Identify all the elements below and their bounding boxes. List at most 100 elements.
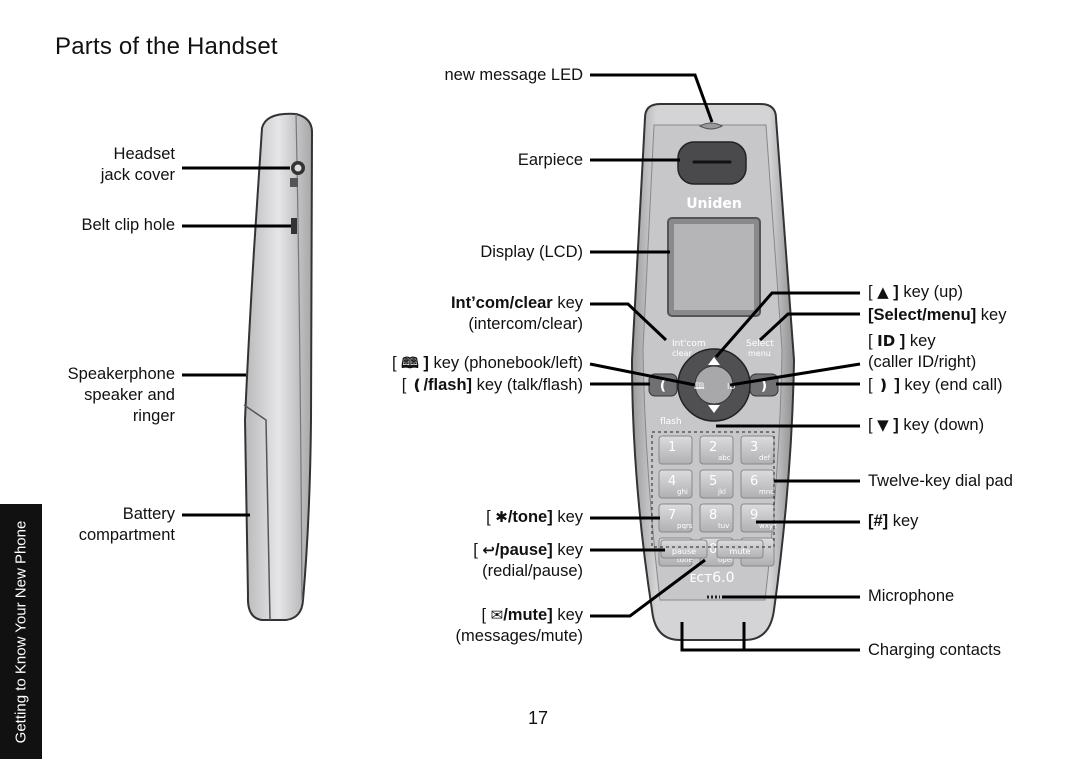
tone-key-label: [ ✱/tone] key [486,508,583,526]
brand-logo: Uniden [686,196,742,212]
tone-key-suffix: key [552,508,583,526]
dial-key-letters: mno [759,488,775,496]
dial-key-1 [658,435,693,465]
talk-icon: ❪ [410,376,424,394]
dial-key-number: 5 [709,474,717,489]
dial-key-number: 9 [750,508,758,523]
dial-key-9 [740,503,775,533]
front-view-handset: Uniden Int'com clear Select menu ❪ ❫ 🕮 I… [630,103,796,641]
dial-key-letters: oper [718,556,734,564]
select-key-label: [Select/menu] key [868,306,1007,324]
intcom-key-name: Int’com/clear [450,294,553,312]
dial-key-number: 2 [709,440,717,455]
dial-key-number: 1 [668,440,676,455]
dial-key-number: 6 [750,474,758,489]
dial-key-5 [699,469,734,499]
headset-label-line1: Headset [113,145,175,163]
mute-key-name: /mute [503,606,548,624]
select-key-name: Select/menu [873,306,971,324]
dial-key-letters: jkl [717,488,726,496]
callerid-icon: ID [877,332,896,350]
flash-print: flash [660,417,682,427]
microphone-label: Microphone [868,587,955,605]
pause-desc: (redial/pause) [482,562,583,580]
dial-key-number: 4 [668,474,676,489]
svg-text:🕮: 🕮 [694,382,705,392]
phonebook-key-suffix: key (phonebook/left) [428,354,583,372]
endcall-key-label: [ ❫ ] key (end call) [868,376,1003,394]
intcom-key-label: Int’com/clear key (intercom/clear) [451,293,583,335]
pause-key-name: /pause [494,541,548,559]
hash-key-name: [#] [868,512,889,530]
model-print: ᴇᴄᴛ6.0 [690,570,735,586]
dial-key-8 [699,503,734,533]
battery-label-line2: compartment [78,526,175,544]
flash-key-suffix: key (talk/flash) [472,376,583,394]
chapter-tab-label: Getting to Know Your New Phone [12,520,30,743]
earpiece-label: Earpiece [517,151,583,169]
callerid-key-suffix: key [905,332,936,350]
pause-key-label: [ ↩/pause] key (redial/pause) [473,541,583,580]
envelope-icon: ✉ [490,606,504,624]
mute-key-suffix: key [552,606,583,624]
intcom-print: Int'com [672,339,706,349]
up-key-label: [ ▲ ] key (up) [868,283,963,301]
page-number: 17 [528,708,549,728]
speakerphone-label-line3: ringer [132,407,175,425]
down-key-suffix: key (down) [898,416,985,434]
speakerphone-label-line2: speaker and [84,386,175,404]
svg-text:❫: ❫ [759,379,770,394]
pause-print: pause [672,547,696,556]
battery-label: Battery compartment [79,504,175,546]
dial-key-letters: pqrs [677,522,693,530]
clear-print: clear [672,349,692,358]
dial-key-letters: ghi [677,488,688,496]
dial-key-4 [658,469,693,499]
phonebook-icon: 🕮 [401,354,419,372]
tone-key-name: /tone [507,508,548,526]
leader-lines [182,73,861,652]
hash-key-label: [#] key [868,511,918,532]
down-arrow-icon: ▼ [877,416,889,434]
pause-key-suffix: key [552,541,583,559]
speakerphone-label: Speakerphone speaker and ringer [68,364,175,427]
up-arrow-icon: ▲ [877,283,889,301]
side-view-handset [243,112,314,621]
phonebook-key-label: [ 🕮 ] key (phonebook/left) [391,354,583,372]
dial-key-number: 8 [709,508,717,523]
flash-key-label: [ ❪/flash] key (talk/flash) [401,376,583,394]
svg-text:❪: ❪ [658,379,669,394]
flash-key-name: /flash [423,376,467,394]
headset-jack-label: Headset jack cover [101,144,175,186]
battery-label-line1: Battery [122,505,175,523]
callerid-key-label: [ ID ] key (caller ID/right) [868,332,977,371]
dial-key-number: 7 [668,508,676,523]
dial-key-number: 3 [750,440,758,455]
dialpad-label: Twelve-key dial pad [868,472,1013,490]
speakerphone-label-line1: Speakerphone [67,365,175,383]
mute-key-label: [ ✉/mute] key (messages/mute) [455,606,583,645]
belt-clip-label: Belt clip hole [81,216,175,234]
hash-key-suffix: key [888,512,919,530]
down-key-label: [ ▼ ] key (down) [868,416,985,434]
dial-key-letters: abc [718,454,731,462]
display-label: Display (LCD) [480,243,583,261]
up-key-suffix: key (up) [898,283,963,301]
endcall-key-suffix: key (end call) [899,376,1003,394]
charging-label: Charging contacts [868,641,1001,659]
headset-label-line2: jack cover [100,166,175,184]
select-print: Select [746,339,774,349]
dial-key-letters: tone [677,556,693,564]
mute-print: mute [730,547,751,556]
star-icon: ✱ [495,508,508,526]
redial-icon: ↩ [482,541,495,559]
intcom-desc: (intercom/clear) [468,315,583,333]
dial-key-letters: tuv [718,522,729,530]
dial-key-letters: def [759,454,771,462]
dial-key-2 [699,435,734,465]
end-call-icon: ❫ [877,376,890,394]
menu-print: menu [748,349,771,358]
svg-text:ID: ID [727,382,736,391]
page-title: Parts of the Handset [55,33,278,60]
